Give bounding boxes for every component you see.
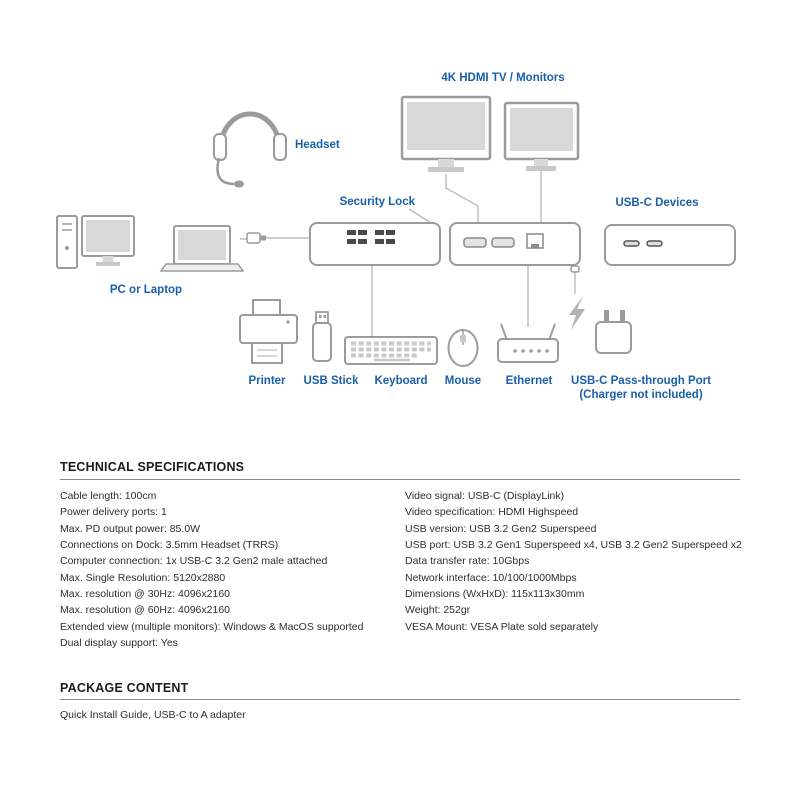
headset-icon bbox=[213, 111, 287, 188]
usb-stick-icon bbox=[312, 311, 332, 362]
spec-column-right: Video signal: USB-C (DisplayLink) Video … bbox=[405, 488, 750, 635]
spec-line: Weight: 252gr bbox=[405, 604, 471, 617]
ethernet-router-icon bbox=[497, 323, 559, 363]
keyboard-icon bbox=[344, 336, 438, 365]
keyboard-label: Keyboard bbox=[374, 375, 427, 387]
power-adapter-icon bbox=[595, 321, 632, 354]
spec-line: Max. resolution @ 60Hz: 4096x2160 bbox=[60, 604, 231, 617]
usb-stick-label: USB Stick bbox=[304, 375, 360, 387]
package-content-text: Quick Install Guide, USB-C to A adapter bbox=[60, 709, 246, 721]
ethernet-label: Ethernet bbox=[506, 375, 553, 387]
connection-lines bbox=[240, 171, 576, 336]
spec-line: Max. PD output power: 85.0W bbox=[60, 522, 201, 535]
spec-line: Extended view (multiple monitors): Windo… bbox=[60, 620, 364, 633]
desktop-pc-icon bbox=[56, 215, 135, 269]
spec-column-left: Cable length: 100cm Power delivery ports… bbox=[60, 488, 400, 651]
monitor-large-icon bbox=[400, 95, 492, 172]
spec-line: USB version: USB 3.2 Gen2 Superspeed bbox=[405, 522, 597, 535]
printer-icon bbox=[239, 299, 298, 364]
passthrough-label-line2: (Charger not included) bbox=[579, 389, 702, 401]
passthrough-label-line1: USB-C Pass-through Port bbox=[571, 375, 711, 387]
spec-line: Video signal: USB-C (DisplayLink) bbox=[405, 490, 565, 502]
monitors-label: 4K HDMI TV / Monitors bbox=[441, 72, 564, 84]
mouse-label: Mouse bbox=[445, 375, 481, 387]
dock-usb-side-icon bbox=[309, 222, 441, 266]
spec-line: Data transfer rate: 10Gbps bbox=[405, 555, 530, 568]
printer-label: Printer bbox=[248, 375, 286, 387]
spec-line: Cable length: 100cm bbox=[60, 490, 157, 502]
security-lock-label: Security Lock bbox=[340, 196, 416, 208]
laptop-icon bbox=[159, 225, 245, 272]
hdmi-port-2-icon bbox=[491, 237, 515, 248]
usb-cable-plug-icon bbox=[246, 232, 266, 244]
spec-line: Max. resolution @ 30Hz: 4096x2160 bbox=[60, 588, 231, 601]
dock-video-side-icon bbox=[449, 222, 581, 266]
mouse-icon bbox=[447, 329, 479, 367]
spec-line: Video specification: HDMI Highspeed bbox=[405, 506, 579, 519]
usb-a-ports bbox=[347, 230, 395, 244]
spec-line: Connections on Dock: 3.5mm Headset (TRRS… bbox=[60, 539, 279, 552]
headset-label: Headset bbox=[295, 139, 340, 151]
spec-line: Power delivery ports: 1 bbox=[60, 506, 167, 519]
spec-line: Max. Single Resolution: 5120x2880 bbox=[60, 571, 226, 584]
package-content-heading: PACKAGE CONTENT bbox=[60, 681, 189, 695]
technical-specifications-heading: TECHNICAL SPECIFICATIONS bbox=[60, 460, 245, 474]
divider-line bbox=[60, 699, 740, 700]
spec-line: USB port: USB 3.2 Gen1 Superspeed x4, US… bbox=[405, 539, 742, 552]
divider-line bbox=[60, 479, 740, 480]
monitor-small-icon bbox=[503, 101, 580, 171]
lightning-bolt-icon bbox=[569, 296, 585, 330]
hdmi-port-1-icon bbox=[463, 237, 487, 248]
spec-line: Dual display support: Yes bbox=[60, 637, 178, 650]
usbc-devices-label: USB-C Devices bbox=[615, 197, 698, 209]
usbc-passthrough-icon bbox=[569, 265, 632, 354]
spec-line: VESA Mount: VESA Plate sold separately bbox=[405, 620, 599, 633]
spec-line: Network interface: 10/100/1000Mbps bbox=[405, 571, 577, 584]
connection-diagram: Headset 4K HDMI TV / Monitors Security L… bbox=[56, 72, 736, 401]
usbc-devices-box-icon bbox=[604, 224, 736, 266]
spec-line: Dimensions (WxHxD): 115x113x30mm bbox=[405, 588, 585, 601]
spec-line: Computer connection: 1x USB-C 3.2 Gen2 m… bbox=[60, 555, 328, 568]
ethernet-port-icon bbox=[526, 233, 544, 249]
pc-or-laptop-label: PC or Laptop bbox=[110, 284, 182, 296]
